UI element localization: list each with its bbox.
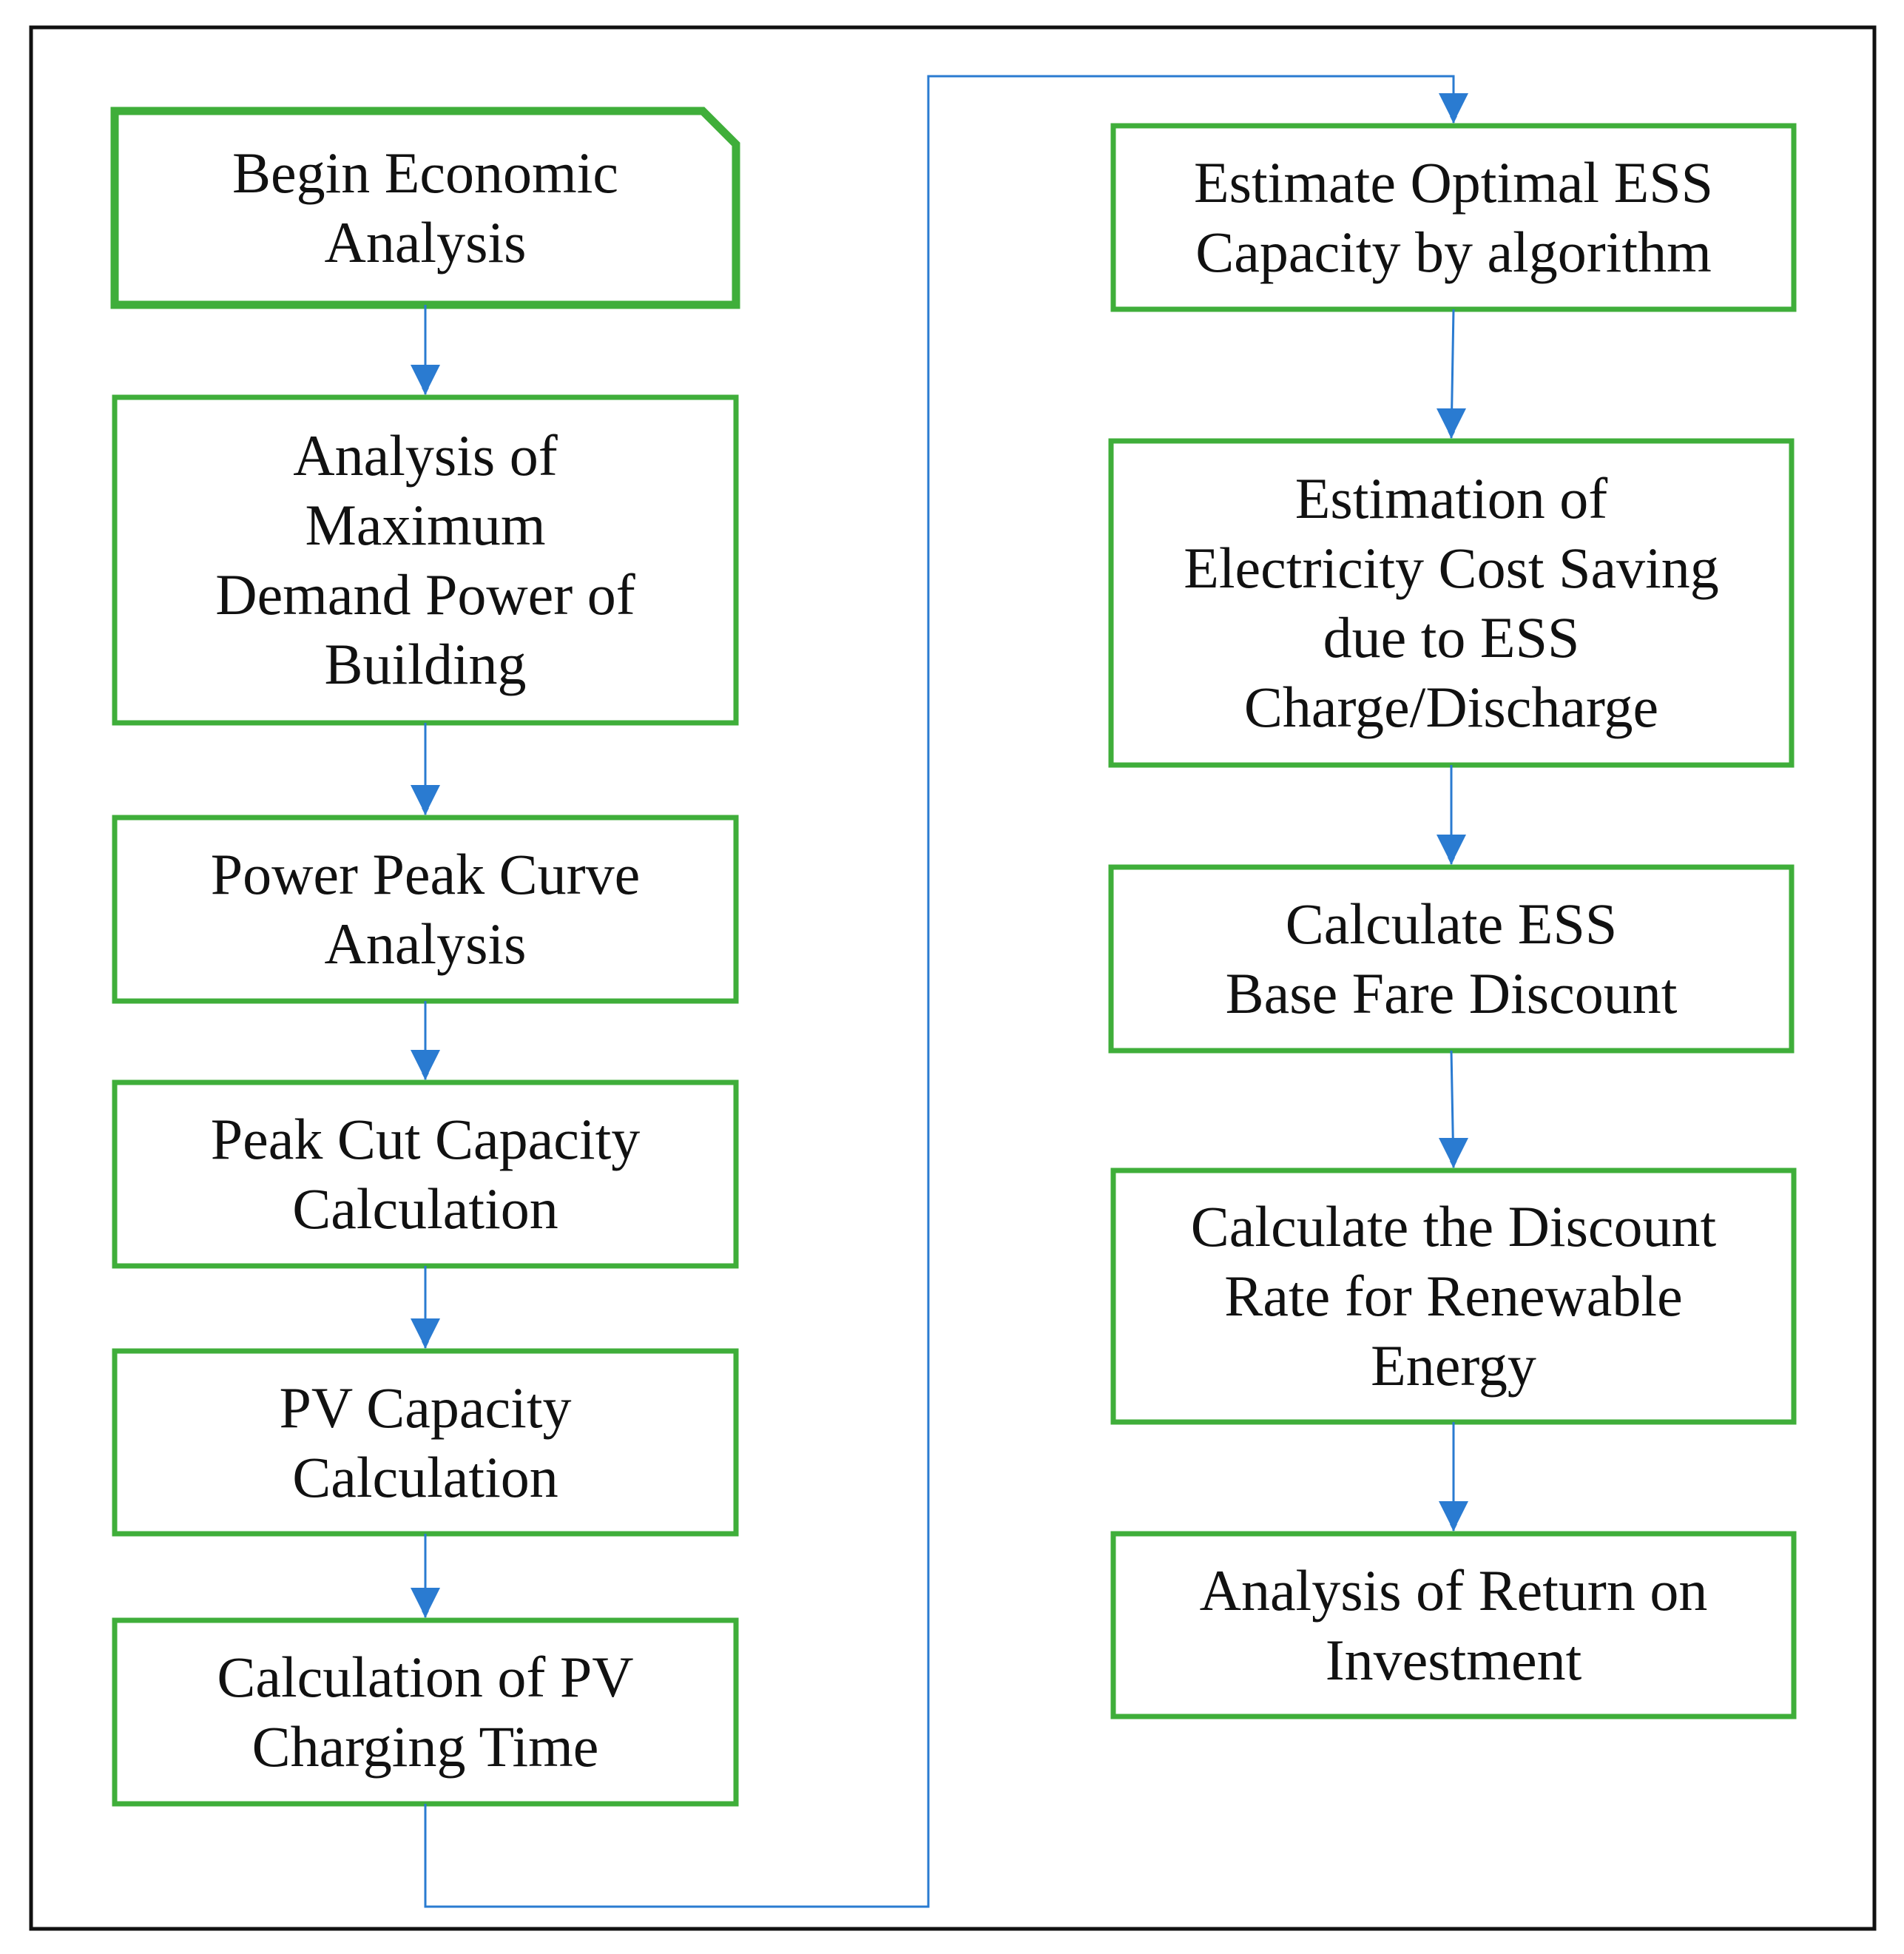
arrowhead-peak-cut [411, 1050, 440, 1079]
arrowhead-peak-curve [411, 785, 440, 815]
node-peak-curve-label: Power Peak Curve Analysis [210, 842, 641, 976]
node-roi-box [1110, 1531, 1797, 1719]
outer-frame [29, 25, 1877, 1931]
node-peak-cut-label: Peak Cut Capacity Calculation [210, 1107, 641, 1241]
arrowhead-discount-rate [1439, 1138, 1468, 1168]
node-begin-label: Begin Economic Analysis [232, 141, 619, 274]
node-begin-box [110, 107, 740, 309]
node-optimal-ess-label: Estimate Optimal ESS Capacity by algorit… [1194, 150, 1713, 284]
arrowhead-roi [1439, 1501, 1468, 1531]
arrowhead-max-demand [411, 365, 440, 394]
arrowhead-pv-capacity [411, 1318, 440, 1348]
node-cost-saving-label: Estimation of Electricity Cost Saving du… [1184, 466, 1719, 739]
arrowhead-cost-saving [1437, 408, 1466, 438]
node-pv-charging-label: Calculation of PV Charging Time [217, 1645, 634, 1779]
arrow-pv-charging-to-optimal-ess [424, 75, 1457, 1908]
node-max-demand-label: Analysis of Maximum Demand Power of Buil… [215, 423, 635, 696]
node-roi-label: Analysis of Return on Investment [1199, 1557, 1708, 1692]
node-discount-rate-label: Calculate the Discount Rate for Renewabl… [1190, 1194, 1717, 1398]
arrowhead-optimal-ess [1439, 93, 1468, 123]
arrowhead-base-fare [1437, 835, 1466, 864]
node-pv-capacity-label: PV Capacity Calculation [279, 1375, 572, 1509]
arrowhead-pv-charging [411, 1588, 440, 1617]
node-base-fare-label: Calculate ESS Base Fare Discount [1225, 892, 1678, 1025]
